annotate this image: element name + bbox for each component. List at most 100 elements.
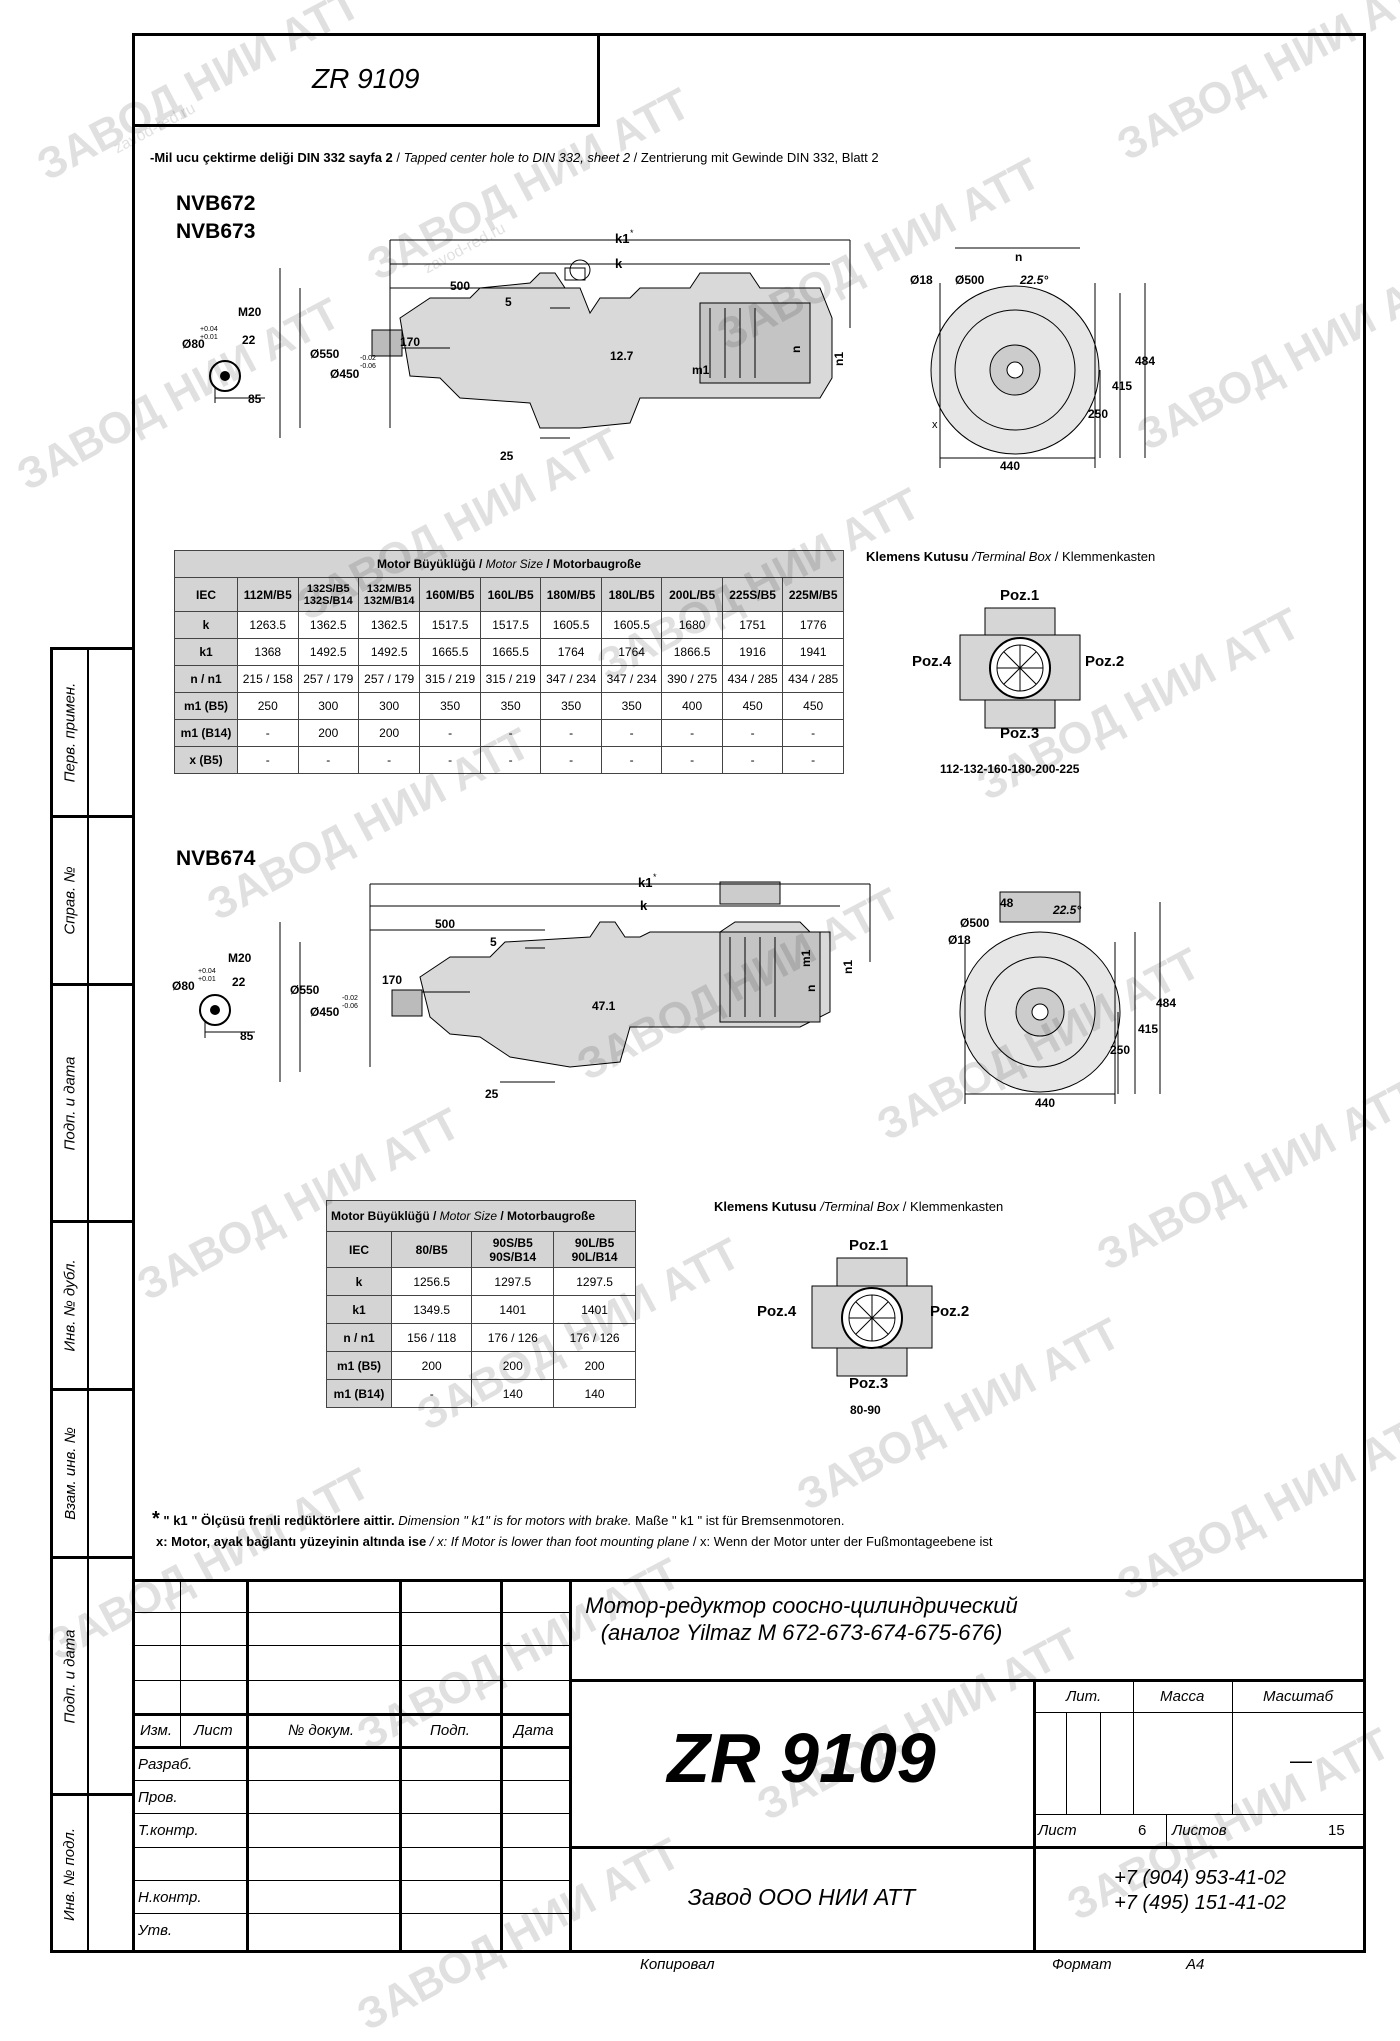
col-header: 90L/B5 90L/B14 xyxy=(553,1231,636,1268)
stamp-role: Утв. xyxy=(138,1922,173,1939)
dim-label: +0.01 xyxy=(200,334,218,341)
table-cell: 1866.5 xyxy=(661,638,723,666)
table-cell: - xyxy=(540,746,602,774)
footnote-de: Maße " k1 " ist für Bremsenmotoren. xyxy=(635,1513,845,1528)
table-row: x (B5)---------- xyxy=(174,746,844,774)
side-label: Перв. примен. xyxy=(61,682,79,783)
side-cell: Подп. и дата xyxy=(53,1559,132,1796)
table-cell: - xyxy=(419,719,481,747)
side-label: Инв. № подл. xyxy=(61,1827,79,1922)
dim-label: Ø18 xyxy=(910,273,933,287)
table-cell: 1492.5 xyxy=(357,638,421,666)
col-header: 180L/B5 xyxy=(600,577,663,612)
motor-size-table-2: Motor Büyüklüğü / Motor Size / Motorbaug… xyxy=(326,1200,636,1408)
table-cell: 200 xyxy=(357,719,421,747)
dim-label: n xyxy=(1015,250,1022,264)
side-label: Инв. № дубл. xyxy=(61,1259,79,1352)
table-cell: 1605.5 xyxy=(600,611,663,639)
table-cell: - xyxy=(237,746,299,774)
stamp-phone: +7 (495) 151-41-02 xyxy=(1114,1892,1286,1914)
dim-label: -0.02 xyxy=(342,995,358,1002)
drawing-nvb674: M20 22 Ø80 +0.04 +0.01 85 k1 * k 500 5 1… xyxy=(172,872,1176,1110)
table-cell: 176 / 126 xyxy=(553,1323,636,1352)
table-cell: 1263.5 xyxy=(237,611,299,639)
table-cell: 200 xyxy=(297,719,359,747)
table-cell: - xyxy=(390,1379,473,1408)
dim-label: +0.04 xyxy=(200,326,218,333)
table-cell: - xyxy=(782,746,844,774)
format-label: Формат xyxy=(1052,1956,1112,1973)
table-cell: - xyxy=(600,719,663,747)
dim-label: Ø500 xyxy=(955,273,985,287)
footnote-1: * " k1 " Ölçüsü frenli redüktörlere aitt… xyxy=(152,1508,844,1531)
dim-label: k xyxy=(615,256,623,271)
row-label: IEC xyxy=(326,1231,392,1268)
side-cell: Инв. № подл. xyxy=(53,1796,132,1953)
table-cell: - xyxy=(600,746,663,774)
note-sep: / xyxy=(392,150,404,165)
drawing-nvb672: M20 22 Ø80 +0.04 +0.01 85 k1 * k 500 5 1… xyxy=(182,228,1155,473)
table-cell: - xyxy=(357,746,421,774)
stamp-sheet-label: Лист xyxy=(1038,1822,1077,1839)
side-cell: Перв. примен. xyxy=(53,650,132,818)
table-cell: 300 xyxy=(357,692,421,720)
stamp-col-header: № докум. xyxy=(288,1722,355,1739)
footnote-star: * xyxy=(152,1508,160,1530)
row-label: k1 xyxy=(174,638,238,666)
footnote-2: x: Motor, ayak bağlantı yüzeyinin altınd… xyxy=(156,1534,992,1549)
side-view xyxy=(391,881,831,1068)
dim-label: 484 xyxy=(1156,996,1176,1010)
table-cell: - xyxy=(661,719,723,747)
footnote-de: / x: Wenn der Motor unter der Fußmontage… xyxy=(689,1534,993,1549)
dim-label: m1 xyxy=(799,949,813,967)
shaft-end-view: M20 22 Ø80 +0.04 +0.01 85 xyxy=(182,305,265,406)
table-cell: 1764 xyxy=(540,638,602,666)
stamp-role: Разраб. xyxy=(138,1756,193,1773)
row-label: x (B5) xyxy=(174,746,238,774)
dim-label: M20 xyxy=(228,951,252,965)
col-header: 160L/B5 xyxy=(479,577,542,612)
dim-label: m1 xyxy=(692,363,710,377)
table-cell: 315 / 219 xyxy=(419,665,481,693)
col-header: 112M/B5 xyxy=(237,577,299,612)
col-header: 132S/B5 132S/B14 xyxy=(297,577,359,612)
table-cell: 434 / 285 xyxy=(721,665,784,693)
table-cell: 250 xyxy=(237,692,299,720)
table-cell: - xyxy=(237,719,299,747)
row-label: m1 (B14) xyxy=(326,1379,392,1408)
terminal-sizes-1: 112-132-160-180-200-225 xyxy=(940,762,1080,776)
table-cell: 350 xyxy=(479,692,542,720)
footnote-tr: x: Motor, ayak bağlantı yüzeyinin altınd… xyxy=(156,1534,427,1549)
stamp-phones: +7 (904) 953-41-02 +7 (495) 151-41-02 xyxy=(1040,1866,1360,1916)
note-header: -Mil ucu çektirme deliği DIN 332 sayfa 2… xyxy=(150,150,879,165)
dim-label: x xyxy=(932,419,938,431)
dim-label: +0.04 xyxy=(198,968,216,975)
dim-label: 250 xyxy=(1110,1043,1130,1057)
table-cell: 350 xyxy=(540,692,602,720)
stamp-title-line: Мотор-редуктор соосно-цилиндрический xyxy=(585,1593,1018,1618)
note-sep: / xyxy=(630,150,641,165)
dim-label: +0.01 xyxy=(198,976,216,983)
row-label: m1 (B5) xyxy=(174,692,238,720)
side-label: Взам. инв. № xyxy=(61,1427,79,1520)
col-header: 200L/B5 xyxy=(661,577,723,612)
col-header: 90S/B5 90S/B14 xyxy=(471,1231,555,1268)
stamp-sheets-label: Листов xyxy=(1172,1822,1227,1839)
table-cell: 215 / 158 xyxy=(237,665,299,693)
table-title: Motor Büyüklüğü / Motor Size / Motorbaug… xyxy=(326,1200,636,1232)
dim-label: 500 xyxy=(435,917,455,931)
table-cell: 200 xyxy=(471,1351,555,1380)
model-names-1: NVB672 NVB673 xyxy=(176,190,255,246)
dim-label: 25 xyxy=(500,449,514,463)
dim-label: 25 xyxy=(485,1087,499,1101)
table-cell: 1776 xyxy=(782,611,844,639)
stamp-sheet-value: 6 xyxy=(1138,1822,1147,1839)
table-cell: - xyxy=(540,719,602,747)
table-cell: 1941 xyxy=(782,638,844,666)
table-cell: 1517.5 xyxy=(419,611,481,639)
note-en: Tapped center hole to DIN 332, sheet 2 xyxy=(403,150,631,165)
terminal-sizes-2: 80-90 xyxy=(850,1403,881,1417)
copied-label: Копировал xyxy=(640,1956,715,1973)
